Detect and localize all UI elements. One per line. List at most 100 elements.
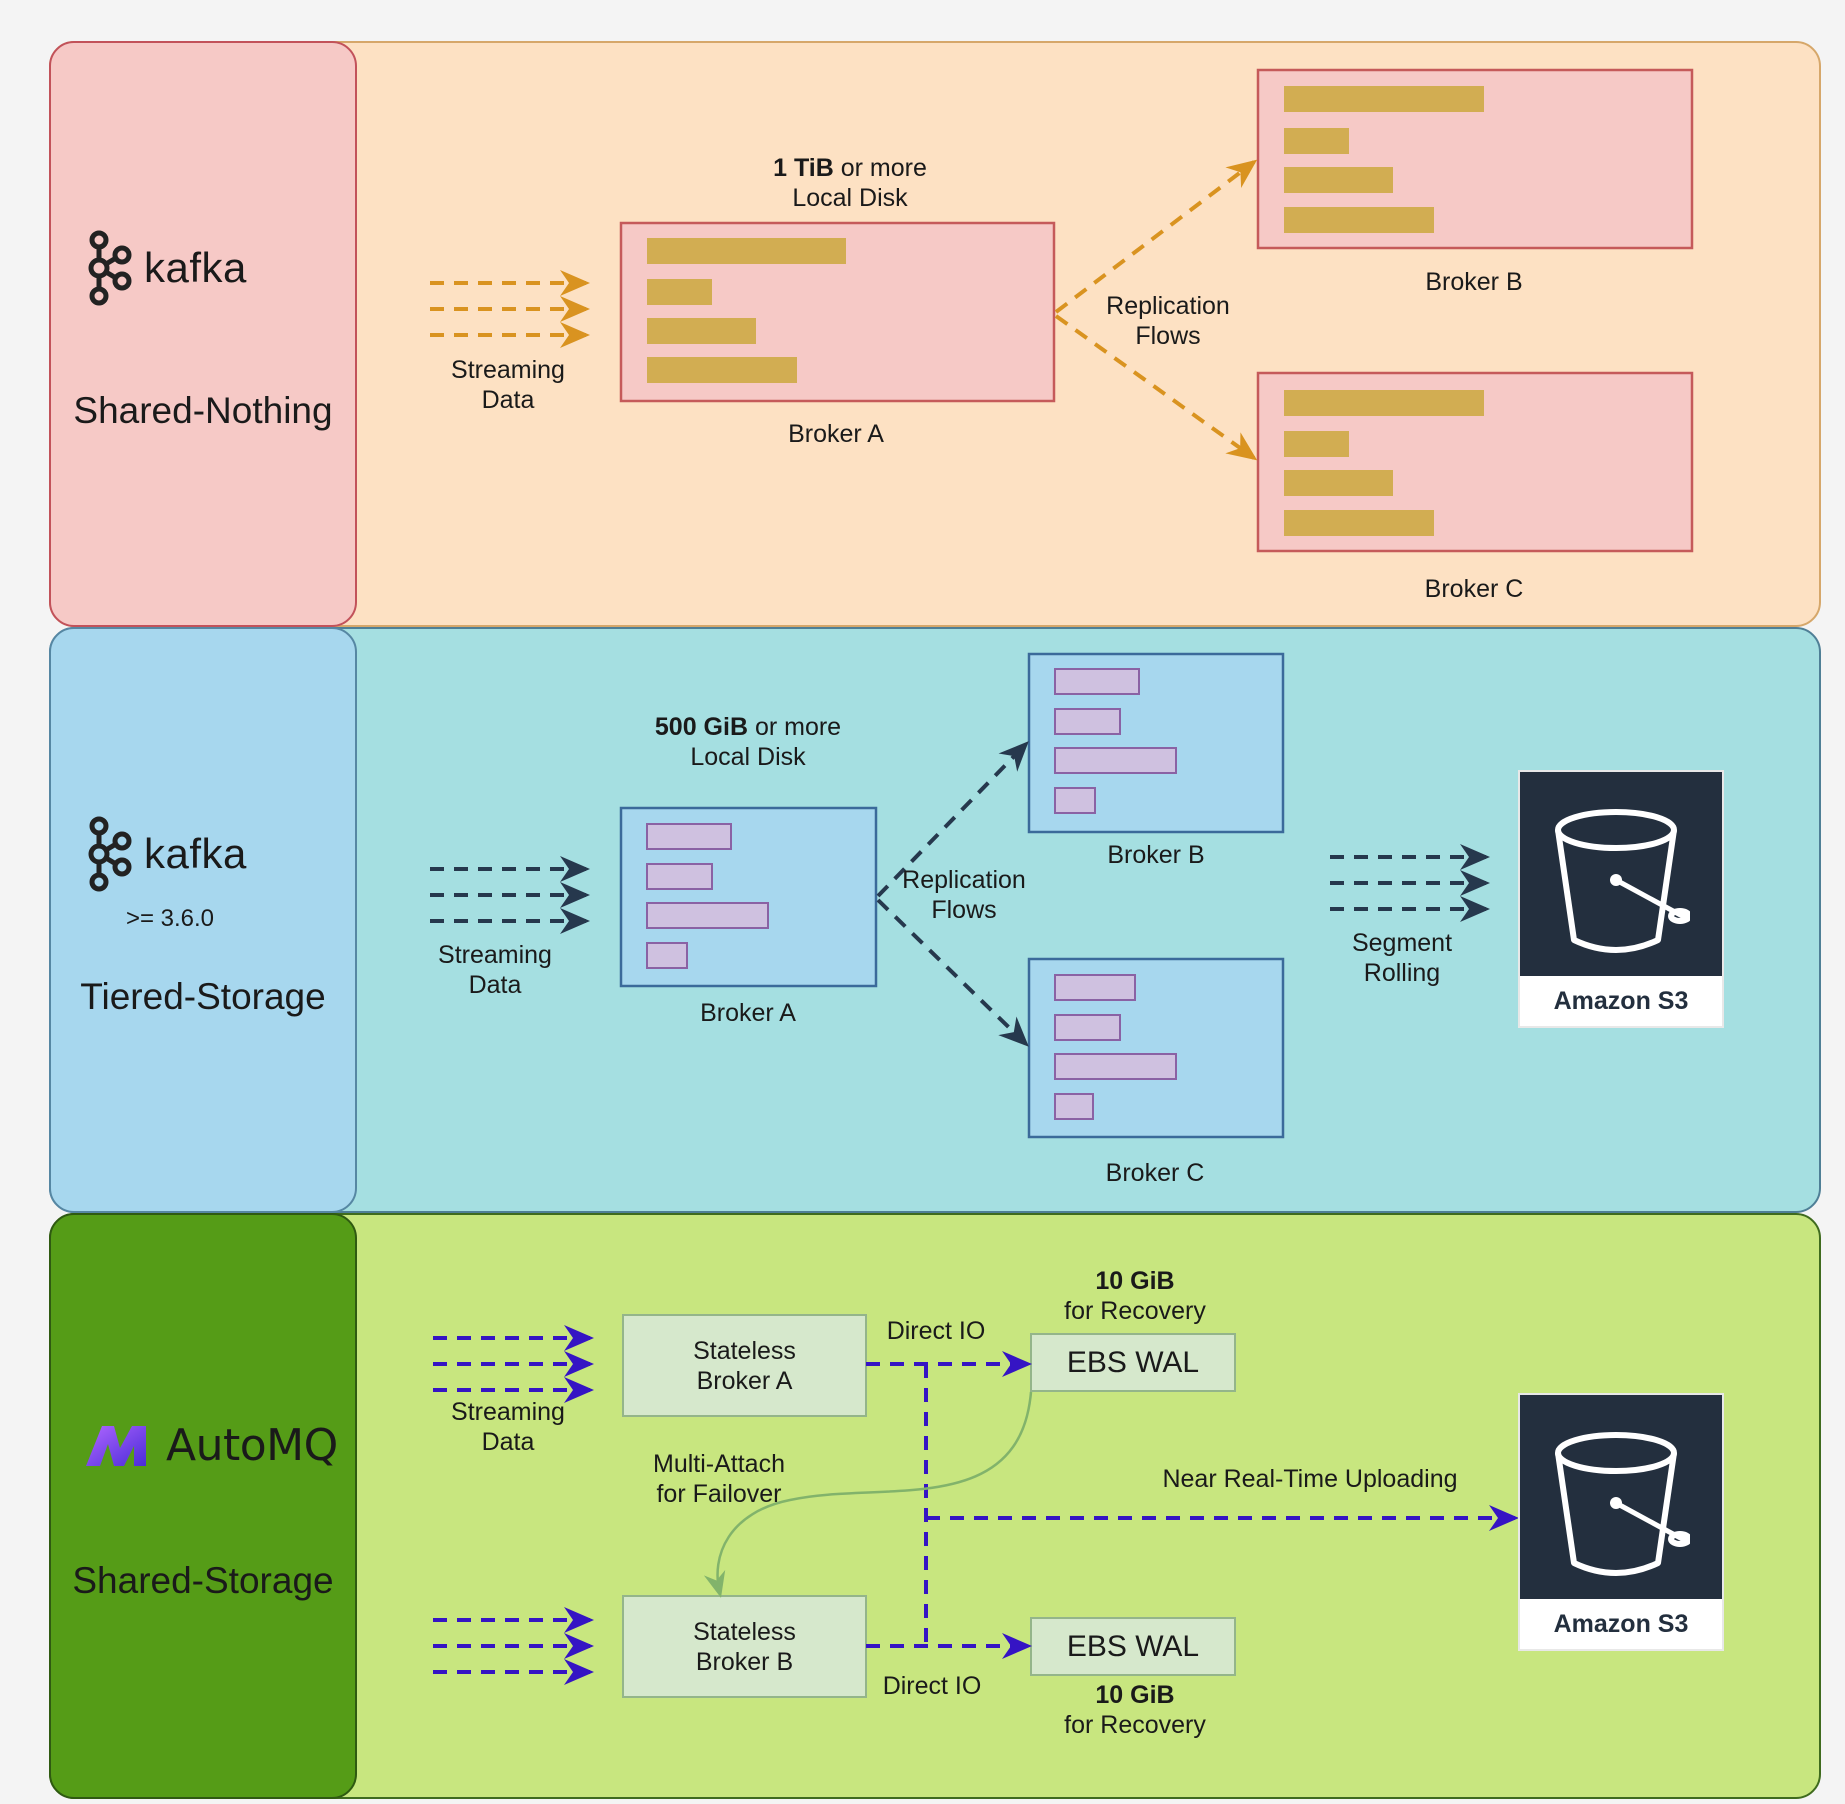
tiered-storage-title: Tiered-Storage: [80, 976, 326, 1017]
automq-logo: AutoMQ: [84, 1420, 338, 1471]
shared-nothing-replication-arrows: [1054, 159, 1258, 461]
disk-bar: [647, 318, 756, 344]
shared-storage-section: [49, 1213, 1821, 1799]
shared-nothing-disk-line2: Local Disk: [792, 184, 908, 212]
disk-bar: [1284, 510, 1434, 536]
streaming-line2: Data: [481, 1428, 535, 1456]
disk-bar: [647, 238, 846, 264]
kafka-logo-shared-nothing: kafka: [84, 230, 247, 306]
shared-nothing-broker-c-box: [1256, 371, 1694, 553]
ebs-wal-top-box: [1030, 1333, 1236, 1392]
disk-bar: [646, 823, 732, 850]
disk-bar: [1054, 668, 1140, 695]
tiered-broker-c-label: Broker C: [1105, 1159, 1205, 1187]
automq-streaming-label: Streaming Data: [428, 1397, 588, 1457]
tiered-broker-b-label: Broker B: [1107, 841, 1205, 869]
direct-io-bottom-label: Direct IO: [882, 1672, 982, 1700]
segment-rolling-arrows: [1330, 844, 1490, 922]
s3-label: Amazon S3: [1520, 976, 1722, 1026]
multi-attach-label: Multi-Attach for Failover: [629, 1449, 809, 1509]
tiered-broker-c-box: [1027, 957, 1285, 1139]
kafka-logo-text: kafka: [144, 244, 247, 291]
streaming-line1: Streaming: [451, 1398, 565, 1426]
replication-line2: Flows: [931, 896, 997, 924]
shared-nothing-streaming-arrows: [430, 270, 590, 348]
broker-a-line2: Broker A: [696, 1366, 793, 1395]
segment-line2: Rolling: [1363, 959, 1441, 987]
segment-line1: Segment: [1351, 929, 1453, 957]
tiered-broker-a-label: Broker A: [700, 999, 796, 1027]
s3-bucket-icon: [1555, 1432, 1690, 1576]
shared-nothing-disk-rest: or more: [833, 154, 927, 182]
disk-bar: [1284, 128, 1349, 154]
streaming-line2: Data: [468, 971, 522, 999]
shared-nothing-broker-c-label: Broker C: [1424, 575, 1524, 603]
disk-bar: [646, 863, 713, 890]
tiered-disk-bold: 500 GiB: [654, 713, 748, 741]
disk-bar: [646, 942, 688, 969]
s3-bucket-icon: [1555, 809, 1690, 953]
shared-storage-title: Shared-Storage: [72, 1560, 334, 1601]
disk-bar: [1054, 708, 1121, 735]
streaming-line1: Streaming: [438, 941, 552, 969]
stateless-broker-b-label: Stateless Broker B: [623, 1596, 866, 1697]
tiered-storage-section: [49, 627, 1821, 1213]
disk-bar: [1054, 1014, 1121, 1041]
s3-label: Amazon S3: [1520, 1599, 1722, 1649]
automq-logo-icon: [86, 1425, 146, 1466]
disk-bar: [646, 902, 769, 929]
tiered-amazon-s3: Amazon S3: [1518, 770, 1724, 1028]
disk-bar: [1054, 1053, 1177, 1080]
direct-io-lines: [866, 1351, 1519, 1659]
ebs-wal-bottom-box: [1030, 1617, 1236, 1676]
streaming-line2: Data: [481, 386, 535, 414]
shared-storage-left-panel: [49, 1213, 357, 1799]
disk-bar: [1284, 207, 1434, 233]
shared-nothing-broker-a-label: Broker A: [788, 420, 884, 448]
stateless-broker-a-label: Stateless Broker A: [623, 1315, 866, 1416]
automq-amazon-s3: Amazon S3: [1518, 1393, 1724, 1651]
tiered-replication-arrows: [876, 741, 1029, 1047]
direct-io-top-label: Direct IO: [886, 1317, 986, 1345]
tiered-streaming-arrows: [430, 856, 590, 934]
disk-bar: [1284, 167, 1393, 193]
tiered-broker-b-box: [1027, 652, 1285, 834]
ebs-wal-top-label: EBS WAL: [1066, 1345, 1200, 1379]
near-real-time-upload-label: Near Real-Time Uploading: [1162, 1465, 1458, 1493]
recovery-top-line2: for Recovery: [1064, 1297, 1206, 1325]
multi-attach-failover-arrow: [703, 1391, 1033, 1598]
kafka-logo-text: kafka: [144, 830, 247, 877]
disk-bar: [1284, 390, 1484, 416]
broker-a-line1: Stateless: [693, 1336, 796, 1365]
shared-nothing-broker-b-label: Broker B: [1425, 268, 1523, 296]
disk-bar: [1054, 747, 1177, 774]
stateless-broker-a-box: [622, 1314, 867, 1417]
shared-nothing-broker-a-box: [619, 221, 1056, 403]
automq-streaming-arrows-bottom: [433, 1607, 594, 1685]
automq-logo-text: AutoMQ: [166, 1420, 338, 1471]
recovery-bottom-line2: for Recovery: [1064, 1711, 1206, 1739]
segment-rolling-label: Segment Rolling: [1322, 928, 1482, 988]
ebs-wal-bottom-label: EBS WAL: [1066, 1629, 1200, 1663]
kafka-logo-icon: [88, 816, 132, 892]
recovery-top-label: 10 GiB for Recovery: [1015, 1266, 1255, 1326]
disk-bar: [1284, 470, 1393, 496]
tiered-replication-label: Replication Flows: [884, 865, 1044, 925]
shared-nothing-title: Shared-Nothing: [73, 390, 333, 431]
shared-nothing-section: [49, 41, 1821, 627]
replication-line1: Replication: [1106, 292, 1230, 320]
disk-bar: [647, 357, 797, 383]
shared-nothing-disk-bold: 1 TiB: [773, 154, 834, 182]
tiered-disk-label: 500 GiB or more Local Disk: [598, 712, 898, 772]
broker-b-line2: Broker B: [695, 1647, 794, 1676]
tiered-disk-line2: Local Disk: [690, 743, 806, 771]
tiered-storage-left-panel: [49, 627, 357, 1213]
streaming-line1: Streaming: [451, 356, 565, 384]
disk-bar: [1054, 974, 1136, 1001]
recovery-top-bold: 10 GiB: [1095, 1267, 1175, 1295]
tiered-streaming-label: Streaming Data: [415, 940, 575, 1000]
tiered-disk-rest: or more: [748, 713, 842, 741]
kafka-logo-icon: [88, 230, 132, 306]
disk-bar: [1054, 787, 1096, 814]
recovery-bottom-label: 10 GiB for Recovery: [1015, 1680, 1255, 1740]
